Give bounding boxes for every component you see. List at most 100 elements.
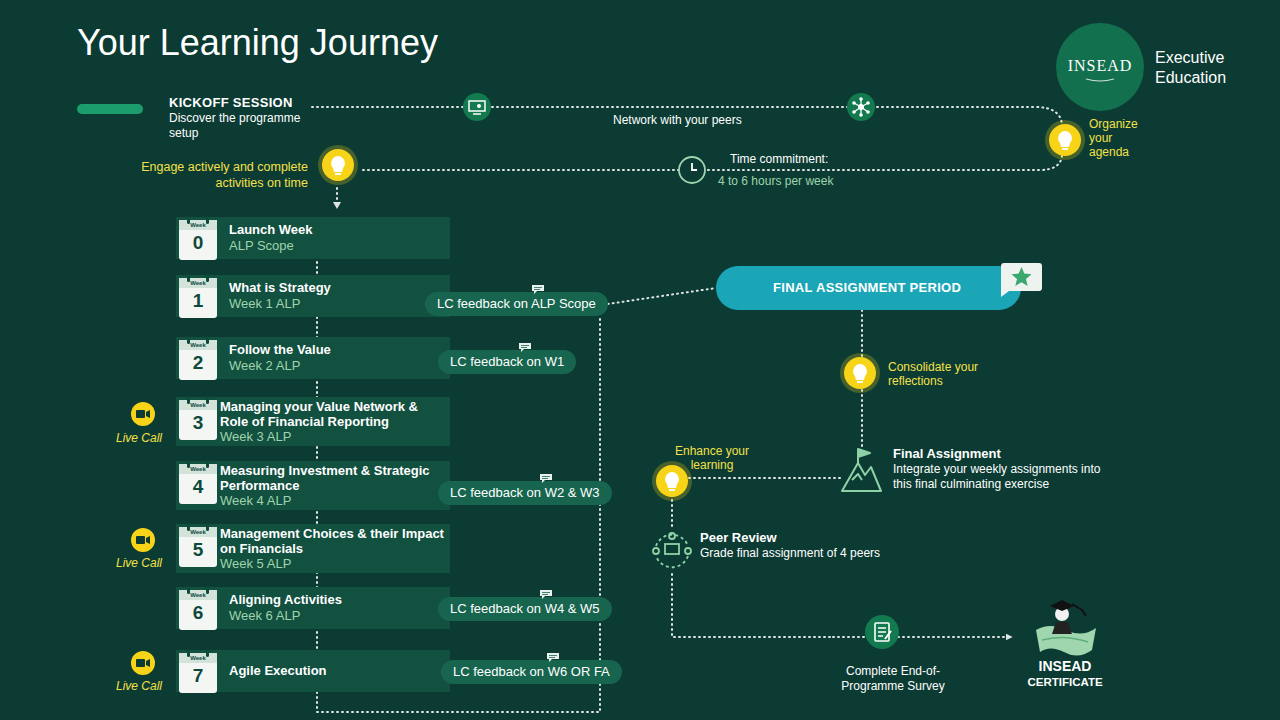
network-icon	[852, 97, 870, 117]
week-title: Aligning Activities	[229, 592, 444, 608]
live-call-icon	[146, 659, 150, 667]
comment-icon	[539, 589, 553, 600]
calendar-icon	[206, 460, 209, 468]
week-number: 7	[178, 665, 218, 687]
week-number: 0	[178, 232, 218, 254]
feedback-pill: LC feedback on W6 OR FA	[441, 660, 622, 684]
network-icon	[859, 113, 863, 117]
bulb-icon	[857, 381, 863, 383]
calendar-icon	[179, 527, 217, 567]
bulb-icon	[1062, 148, 1068, 150]
presentation-icon	[473, 113, 481, 115]
tip-note: Engage actively and complete activities …	[140, 159, 308, 191]
live-call-icon	[136, 659, 145, 667]
peer-review-icon	[665, 544, 679, 554]
feedback-text: LC feedback on W2 & W3	[450, 481, 600, 505]
feedback-pill: LC feedback on W1	[438, 350, 576, 374]
certificate-icon	[1036, 600, 1096, 656]
calendar-icon	[179, 590, 217, 630]
comment-icon	[534, 288, 542, 290]
week-text: Agile Execution	[229, 650, 450, 684]
star-badge	[1001, 263, 1042, 297]
certificate-icon	[1050, 600, 1074, 611]
calendar-icon	[179, 464, 217, 504]
week-number: 3	[178, 412, 218, 434]
calendar-icon	[187, 274, 190, 282]
dotted-connector	[608, 288, 716, 304]
logo-wordmark: INSEAD	[1056, 23, 1144, 75]
time-note: Time commitment:	[730, 152, 828, 166]
logo-circle: INSEADExecutive Education	[1056, 23, 1144, 111]
week-band: 2 Follow the ValueWeek 2 ALP	[176, 337, 450, 379]
live-call-icon	[146, 536, 150, 544]
week-text: Follow the ValueWeek 2 ALP	[229, 337, 450, 379]
mountain-flag-icon	[858, 449, 870, 463]
week-subtitle: ALP Scope	[229, 238, 444, 254]
session-note: Discover the programme setup	[169, 111, 321, 141]
feedback-text: LC feedback on ALP Scope	[437, 292, 596, 316]
week-number: 2	[178, 352, 218, 374]
live-call-icon	[131, 651, 155, 675]
comment-icon	[532, 285, 544, 294]
bulb-icon	[331, 156, 345, 172]
comment-icon	[540, 590, 552, 599]
certificate-name: INSEAD	[1012, 658, 1118, 675]
mountain-flag-icon	[852, 474, 862, 480]
comment-icon	[531, 284, 545, 295]
survey-icon	[875, 623, 889, 641]
period-pill: FINAL ASSIGNMENT PERIOD	[716, 266, 1021, 310]
calendar-icon	[179, 220, 217, 230]
certificate-word: CERTIFICATE	[1012, 675, 1118, 690]
network-icon	[854, 99, 868, 115]
clock-icon	[679, 157, 705, 183]
week-band: 7 Agile Execution	[176, 650, 450, 692]
calendar-icon	[179, 340, 217, 350]
survey-icon	[865, 615, 899, 649]
week-title: Managing your Value Network & Role of Fi…	[220, 399, 446, 429]
bulb-icon	[1045, 120, 1085, 160]
session-heading: KICKOFF SESSION	[169, 95, 321, 111]
dotted-connector	[672, 574, 833, 637]
bulb-icon	[853, 364, 867, 380]
week-title: Measuring Investment & Strategic Perform…	[220, 463, 446, 493]
calendar-icon	[187, 216, 190, 224]
tip-note: Consolidate your reflections	[888, 360, 983, 388]
calendar-icon	[179, 220, 217, 260]
week-subtitle: Week 4 ALP	[220, 493, 446, 508]
accent-bar	[77, 104, 143, 114]
accent-bar	[77, 104, 143, 114]
live-call-icon	[131, 402, 155, 426]
week-text: Management Choices & their Impact on Fin…	[220, 524, 450, 573]
network-icon	[858, 104, 864, 110]
kickoff-block: KICKOFF SESSIONDiscover the programme se…	[169, 95, 321, 141]
live-call-label: Live Call	[116, 679, 162, 693]
step-heading: Peer Review	[700, 530, 932, 546]
certificate-icon	[1052, 622, 1072, 634]
down-arrow	[336, 188, 338, 203]
network-icon	[847, 93, 875, 121]
calendar-icon	[206, 649, 209, 657]
week-band: 1What is StrategyWeek 1 ALP	[176, 275, 450, 317]
bulb-icon	[335, 173, 341, 175]
peer-review-icon	[669, 533, 675, 539]
clock-icon	[692, 163, 697, 170]
bulb-icon	[322, 149, 354, 181]
calendar-icon	[179, 400, 217, 440]
star-badge	[1012, 267, 1032, 286]
week-title: What is Strategy	[229, 280, 444, 296]
network-icon	[866, 110, 870, 114]
bulb-icon	[840, 353, 880, 393]
week-band: 3Managing your Value Network & Role of F…	[176, 397, 450, 446]
down-arrow	[333, 202, 341, 209]
feedback-pill: LC feedback on ALP Scope	[425, 292, 608, 316]
step-body: Integrate your weekly assignments into t…	[893, 462, 1112, 492]
calendar-icon	[179, 278, 217, 288]
network-icon	[866, 101, 870, 105]
calendar-icon	[187, 396, 190, 404]
comment-icon	[540, 474, 552, 483]
calendar-icon	[179, 340, 217, 380]
certificate-step: INSEADCERTIFICATE	[1012, 598, 1118, 690]
week-title: Management Choices & their Impact on Fin…	[220, 526, 446, 556]
time-value: 4 to 6 hours per week	[718, 174, 833, 188]
peer-review-icon	[685, 548, 691, 554]
